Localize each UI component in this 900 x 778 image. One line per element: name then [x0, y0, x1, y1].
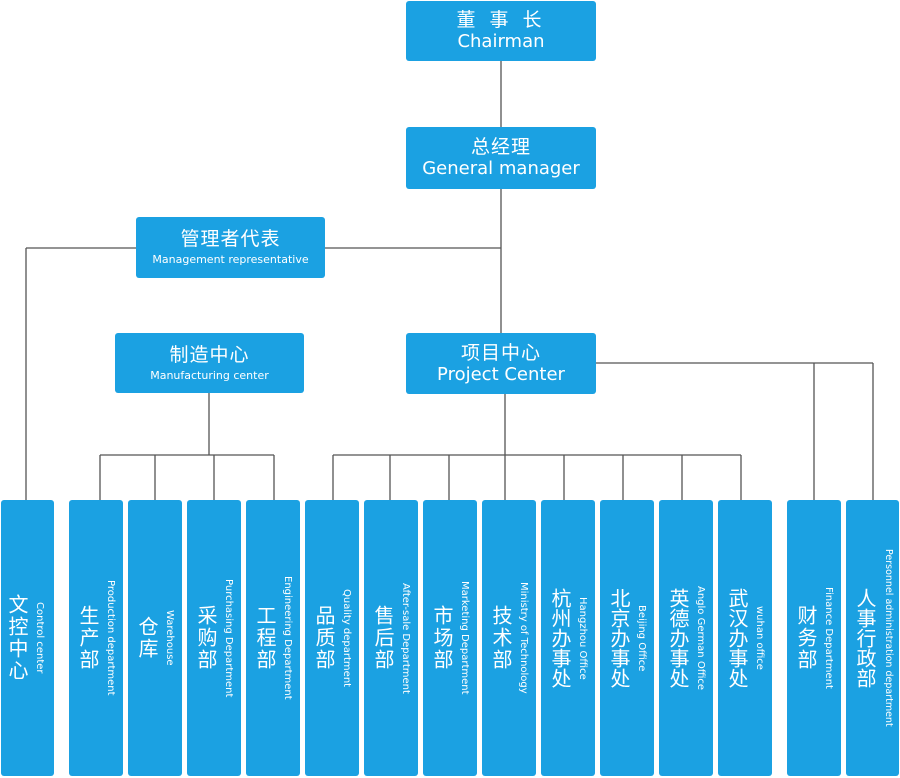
general-manager-node: 总经理 General manager [406, 127, 596, 189]
general-manager-zh: 总经理 [470, 136, 531, 158]
dept-label-zh: 文控中心 [5, 594, 29, 682]
dept-label-zh: 财务部 [794, 605, 818, 671]
dept-label-zh: 采购部 [194, 605, 218, 671]
dept-label-en: Warehouse [164, 610, 175, 666]
dept-label-zh: 品质部 [312, 605, 336, 671]
dept-engineering: 工程部 Engineering Department [246, 500, 300, 776]
dept-warehouse: 仓库 Warehouse [128, 500, 182, 776]
dept-label-en: Marketing Department [459, 581, 470, 695]
manufacturing-center-node: 制造中心 Manufacturing center [115, 333, 304, 393]
dept-beijing-office: 北京办事处 Beijing Office [600, 500, 654, 776]
chairman-node: 董 事 长 Chairman [406, 1, 596, 61]
dept-hangzhou-office: 杭州办事处 Hangzhou Office [541, 500, 595, 776]
dept-label-zh: 北京办事处 [607, 588, 631, 688]
dept-purchasing: 采购部 Purchasing Department [187, 500, 241, 776]
dept-finance: 财务部 Finance Department [787, 500, 841, 776]
dept-technology: 技术部 Ministry of Technology [482, 500, 536, 776]
dept-label-zh: 售后部 [371, 605, 395, 671]
dept-label-en: Quality department [341, 588, 352, 688]
project-center-zh: 项目中心 [460, 341, 541, 364]
dept-label-en: Finance Department [823, 587, 834, 689]
dept-label-en: Hangzhou Office [577, 596, 588, 680]
project-center-node: 项目中心 Project Center [406, 333, 596, 394]
dept-label-zh: 市场部 [430, 605, 454, 671]
dept-label-zh: 工程部 [253, 605, 277, 671]
dept-after-sale: 售后部 After-sale Department [364, 500, 418, 776]
dept-label-en: After-sale Department [400, 582, 411, 694]
manufacturing-center-zh: 制造中心 [169, 343, 250, 366]
dept-label-en: Personnel administration department [883, 549, 894, 727]
general-manager-en: General manager [422, 158, 580, 179]
dept-label-en: wuhan office [754, 606, 765, 670]
management-rep-zh: 管理者代表 [180, 228, 281, 250]
dept-label-en: Beijing Office [636, 604, 647, 672]
dept-anglo-german-office: 英德办事处 Anglo German Office [659, 500, 713, 776]
dept-production: 生产部 Production department [69, 500, 123, 776]
dept-quality: 品质部 Quality department [305, 500, 359, 776]
dept-label-en: Production department [105, 580, 116, 696]
dept-label-en: Control center [34, 602, 45, 674]
dept-label-zh: 武汉办事处 [725, 588, 749, 688]
manufacturing-center-en: Manufacturing center [150, 368, 269, 382]
management-rep-en: Management representative [152, 253, 309, 266]
dept-label-zh: 生产部 [76, 605, 100, 671]
dept-label-zh: 英德办事处 [666, 588, 690, 688]
dept-label-en: Purchasing Department [223, 578, 234, 698]
chairman-en: Chairman [457, 31, 545, 52]
dept-control-center: 文控中心 Control center [1, 500, 54, 776]
dept-personnel-admin: 人事行政部 Personnel administration departmen… [846, 500, 899, 776]
dept-label-en: Anglo German Office [695, 585, 706, 690]
dept-label-zh: 技术部 [489, 605, 513, 671]
dept-wuhan-office: 武汉办事处 wuhan office [718, 500, 772, 776]
dept-label-zh: 仓库 [135, 616, 159, 660]
dept-label-zh: 杭州办事处 [548, 588, 572, 688]
chairman-zh: 董 事 长 [456, 9, 546, 31]
dept-label-zh: 人事行政部 [853, 588, 877, 688]
management-rep-node: 管理者代表 Management representative [136, 217, 325, 278]
project-center-en: Project Center [437, 363, 565, 385]
dept-marketing: 市场部 Marketing Department [423, 500, 477, 776]
dept-label-en: Engineering Department [282, 576, 293, 700]
dept-label-en: Ministry of Technology [518, 582, 529, 694]
